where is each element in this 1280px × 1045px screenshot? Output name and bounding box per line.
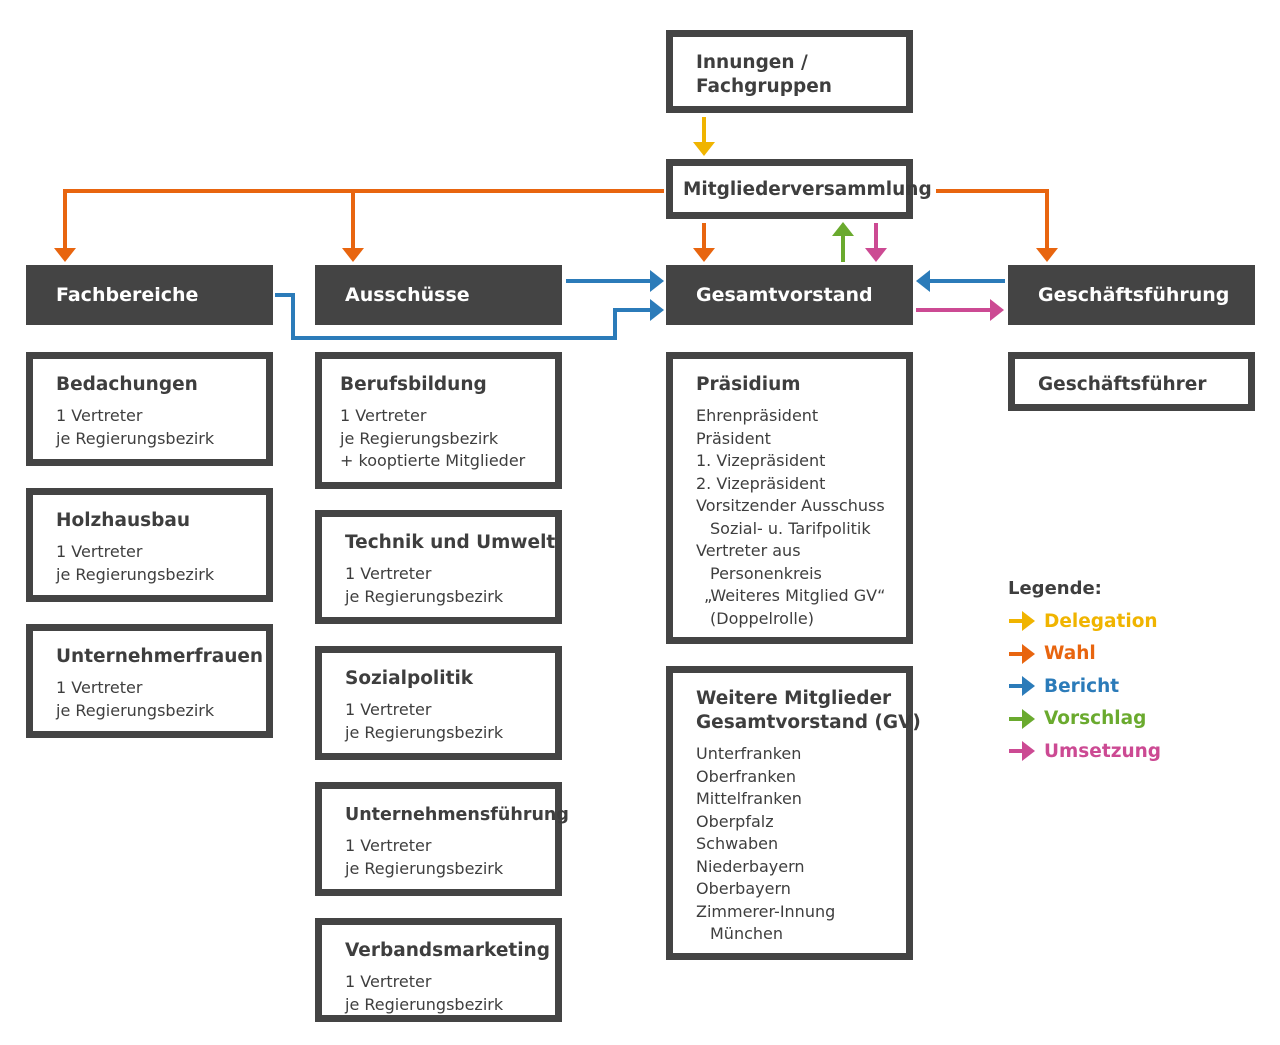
ausschuss-line: je Regierungsbezirk (345, 722, 504, 742)
ausschuss-berufsbildung: Berufsbildung 1 Vertreter je Regierungsb… (315, 352, 562, 489)
weitere-title-line2: Gesamtvorstand (GV) (696, 712, 921, 733)
arrow-right-icon (1009, 741, 1035, 762)
praesidium-line: Vertreter aus (696, 541, 801, 560)
geschaeftsfuehrer-title: Geschäftsführer (1038, 374, 1207, 395)
weitere-line: Schwaben (696, 834, 779, 853)
fachbereich-line: je Regierungsbezirk (56, 564, 215, 584)
praesidium-line: (Doppelrolle) (710, 608, 814, 628)
ausschuss-line: je Regierungsbezirk (345, 994, 504, 1014)
weitere-line: Oberpfalz (696, 811, 774, 831)
legend: Legende: Delegation Wahl Bericht Vorschl… (1008, 578, 1161, 768)
delegation-arrow (693, 117, 715, 156)
ausschuss-title: Berufsbildung (340, 374, 487, 395)
ausschuss-title: Sozialpolitik (345, 668, 474, 689)
weitere-line: Mittelfranken (696, 789, 802, 808)
ausschuss-line: je Regierungsbezirk (345, 858, 504, 878)
fachbereich-unternehmerfrauen: Unternehmerfrauen 1 Vertreter je Regieru… (26, 624, 273, 738)
praesidium-line: Ehrenpräsident (696, 406, 819, 425)
ausschuss-line: + kooptierte Mitglieder (340, 451, 526, 470)
geschaeftsfuehrer-box: Geschäftsführer (1008, 352, 1255, 411)
legend-title: Legende: (1008, 578, 1102, 599)
ausschuss-line: 1 Vertreter (340, 406, 427, 425)
weitere-line: Oberfranken (696, 766, 797, 786)
legend-label: Vorschlag (1044, 708, 1147, 730)
legend-label: Umsetzung (1044, 740, 1162, 762)
ausschuss-technik-umwelt: Technik und Umwelt 1 Vertreter je Regier… (315, 510, 562, 624)
praesidium-line: Präsident (696, 428, 771, 448)
header-geschaeftsfuehrung: Geschäftsführung (1008, 265, 1255, 325)
fachbereich-line: je Regierungsbezirk (56, 700, 215, 720)
legend-label: Wahl (1044, 643, 1096, 665)
praesidium-box: Präsidium Ehrenpräsident Präsident 1. Vi… (666, 352, 913, 644)
fachbereich-title: Bedachungen (56, 374, 198, 395)
bericht-arrow-ausschuesse (566, 270, 664, 292)
arrow-right-icon (1009, 676, 1035, 697)
bericht-arrow-fachbereiche (275, 293, 664, 340)
arrow-right-icon (1009, 611, 1035, 632)
header-fachbereiche: Fachbereiche (26, 265, 273, 325)
legend-item-delegation: Delegation (1008, 605, 1161, 638)
header-ausschuesse: Ausschüsse (315, 265, 562, 325)
weitere-title-line1: Weitere Mitglieder (696, 688, 892, 709)
fachbereich-bedachungen: Bedachungen 1 Vertreter je Regierungsbez… (26, 352, 273, 466)
mitgliederversammlung-title: Mitgliederversammlung (683, 179, 932, 200)
fachbereich-title: Unternehmerfrauen (56, 646, 264, 667)
weitere-line: Unterfranken (696, 744, 802, 763)
fachbereich-line: 1 Vertreter (56, 406, 143, 425)
weitere-line: Oberbayern (696, 879, 791, 898)
legend-item-wahl: Wahl (1008, 638, 1161, 671)
umsetzung-arrow-right (916, 299, 1004, 321)
ausschuss-line: je Regierungsbezirk (345, 586, 504, 606)
ausschuss-title: Verbandsmarketing (345, 940, 550, 961)
praesidium-title: Präsidium (696, 374, 801, 395)
umsetzung-arrow-down (865, 223, 887, 262)
ausschuss-unternehmensfuehrung: Unternehmensführung 1 Vertreter je Regie… (315, 782, 569, 896)
ausschuss-title: Unternehmensführung (345, 805, 569, 825)
praesidium-line: 2. Vizepräsident (696, 473, 826, 493)
arrow-right-icon (1009, 643, 1035, 664)
mitgliederversammlung-box: Mitgliederversammlung (666, 159, 932, 219)
weitere-mitglieder-box: Weitere Mitglieder Gesamtvorstand (GV) U… (666, 666, 921, 960)
praesidium-line: Vorsitzender Ausschuss (696, 496, 885, 515)
ausschuss-verbandsmarketing: Verbandsmarketing 1 Vertreter je Regieru… (315, 918, 562, 1022)
praesidium-line: 1. Vizepräsident (696, 451, 826, 470)
legend-item-umsetzung: Umsetzung (1008, 735, 1161, 768)
ausschuss-line: 1 Vertreter (345, 972, 432, 991)
ausschuss-sozialpolitik: Sozialpolitik 1 Vertreter je Regierungsb… (315, 646, 562, 760)
legend-item-bericht: Bericht (1008, 670, 1161, 703)
weitere-line: München (710, 924, 784, 943)
praesidium-line: Personenkreis (710, 563, 822, 583)
innungen-box: Innungen / Fachgruppen (666, 30, 913, 113)
innungen-title-line2: Fachgruppen (696, 76, 832, 97)
fachbereich-title: Holzhausbau (56, 510, 191, 531)
fachbereich-line: je Regierungsbezirk (56, 428, 215, 448)
ausschuss-line: 1 Vertreter (345, 700, 432, 719)
fachbereich-holzhausbau: Holzhausbau 1 Vertreter je Regierungsbez… (26, 488, 273, 602)
ausschuss-line: 1 Vertreter (345, 836, 432, 855)
header-gesamtvorstand: Gesamtvorstand (666, 265, 913, 325)
praesidium-line: Sozial- u. Tarifpolitik (710, 518, 871, 538)
wahl-arrow-ausschuesse (342, 191, 364, 262)
wahl-arrow-geschaeftsfuehrung (936, 189, 1058, 262)
fachbereich-line: 1 Vertreter (56, 678, 143, 697)
arrow-right-icon (1009, 708, 1035, 729)
bericht-arrow-geschaeftsfuehrung (916, 270, 1005, 292)
fachbereich-line: 1 Vertreter (56, 542, 143, 561)
weitere-line: Niederbayern (696, 856, 805, 876)
ausschuss-title: Technik und Umwelt (345, 532, 556, 553)
praesidium-line: „Weiteres Mitglied GV“ (704, 586, 886, 605)
legend-label: Bericht (1044, 675, 1120, 697)
legend-item-vorschlag: Vorschlag (1008, 703, 1161, 736)
ausschuss-line: 1 Vertreter (345, 564, 432, 583)
ausschuss-line: je Regierungsbezirk (340, 428, 499, 448)
wahl-arrow-gesamtvorstand (693, 223, 715, 262)
vorschlag-arrow (832, 222, 854, 262)
innungen-title-line1: Innungen / (696, 52, 808, 73)
weitere-line: Zimmerer-Innung (696, 901, 836, 921)
legend-label: Delegation (1044, 610, 1158, 632)
wahl-arrow-fachbereiche (54, 189, 664, 262)
